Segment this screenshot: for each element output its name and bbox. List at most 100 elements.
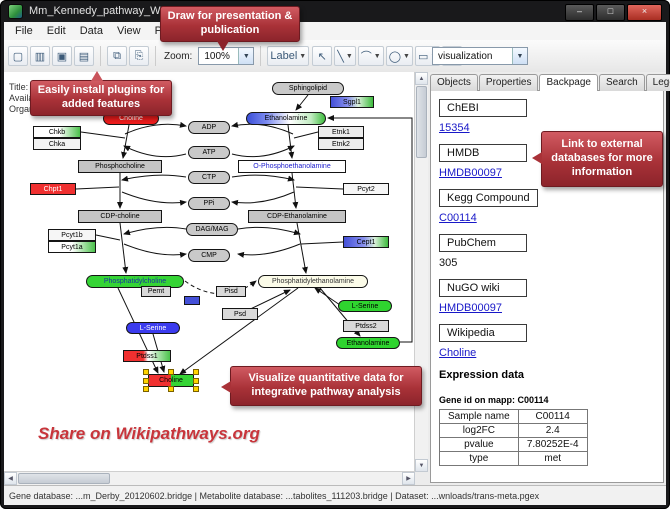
pathway-edge[interactable] [124, 121, 187, 135]
pathway-node[interactable]: Phosphatidylcholine [86, 275, 184, 288]
tab-objects[interactable]: Objects [430, 74, 478, 91]
tab-properties[interactable]: Properties [478, 74, 539, 91]
pathway-node[interactable]: Etnk1 [318, 126, 364, 138]
backpage-link[interactable]: HMDB00097 [439, 167, 502, 179]
pathway-edge[interactable] [80, 131, 126, 139]
paste-icon[interactable]: ⎘ [129, 46, 149, 66]
menu-item-data[interactable]: Data [79, 25, 103, 37]
open-file-icon[interactable]: ▥ [30, 46, 50, 66]
selection-handle[interactable] [168, 369, 174, 375]
selection-handle[interactable] [193, 386, 199, 392]
title-bar[interactable]: Mm_Kennedy_pathway_WP1771_45176.gp... –□… [0, 0, 670, 22]
pathway-edge[interactable] [291, 172, 299, 209]
scroll-down-icon[interactable]: ▼ [415, 459, 428, 472]
pathway-edge[interactable] [119, 222, 129, 274]
selection-handle[interactable] [143, 369, 149, 375]
selection-handle[interactable] [143, 386, 149, 392]
pathway-node[interactable]: CMP [188, 249, 230, 262]
pathway-edge[interactable] [123, 226, 187, 236]
visualization-combobox[interactable]: visualization ▼ [432, 47, 528, 65]
scroll-up-icon[interactable]: ▲ [415, 72, 428, 85]
pathway-node[interactable]: Ethanolamine [246, 112, 326, 125]
pathway-node[interactable]: Pcyt1b [48, 229, 96, 241]
pathway-node[interactable]: L-Serine [338, 300, 392, 312]
line-tool-icon[interactable]: ╲▼ [334, 46, 356, 66]
selection-tool-icon[interactable]: ↖ [312, 46, 333, 66]
menu-item-edit[interactable]: Edit [46, 25, 66, 37]
pathway-node[interactable]: DAG/MAG [186, 223, 238, 236]
pathway-node[interactable]: Phosphatidylethanolamine [258, 275, 368, 288]
export-icon[interactable]: ▤ [74, 46, 94, 66]
menu-item-view[interactable]: View [116, 25, 141, 37]
pathway-edge[interactable] [293, 131, 319, 139]
pathway-edge[interactable] [295, 186, 344, 190]
pathway-edge[interactable] [237, 226, 301, 236]
pathway-node[interactable]: Pisd [216, 286, 246, 297]
pathway-node[interactable]: ATP [188, 146, 230, 159]
pathway-edge[interactable] [123, 145, 187, 158]
maximize-button[interactable]: □ [596, 4, 625, 21]
pathway-edge[interactable] [121, 174, 187, 182]
pathway-edge[interactable] [75, 186, 120, 190]
pathway-edge[interactable] [287, 124, 295, 159]
pathway-node[interactable]: Chkb [33, 126, 81, 138]
save-file-icon[interactable]: ▣ [52, 46, 72, 66]
pathway-edge[interactable] [95, 234, 121, 241]
minimize-button[interactable]: – [565, 4, 594, 21]
scroll-left-icon[interactable]: ◀ [4, 472, 17, 485]
pathway-node[interactable]: Ptdss1 [123, 350, 171, 362]
pathway-node[interactable]: CDP-choline [78, 210, 162, 223]
pathway-node[interactable]: Cept1 [343, 236, 389, 248]
pathway-node[interactable]: ADP [188, 121, 230, 134]
pathway-node[interactable]: Pemt [141, 286, 171, 297]
zoom-combobox[interactable]: 100% ▼ [198, 47, 255, 65]
pathway-node[interactable]: Pcyt2 [343, 183, 389, 195]
canvas-horizontal-scrollbar[interactable]: ◀ ▶ [4, 471, 415, 485]
close-button[interactable]: × [627, 4, 662, 21]
pathway-node[interactable]: Etnk2 [318, 138, 364, 150]
pathway-node[interactable]: L-Serine [126, 322, 180, 334]
copy-icon[interactable]: ⧉ [107, 46, 127, 66]
pathway-edge[interactable] [300, 241, 344, 245]
pathway-node[interactable]: Sgpl1 [330, 96, 374, 108]
pathway-edge[interactable] [179, 287, 299, 375]
backpage-link[interactable]: HMDB00097 [439, 302, 502, 314]
pathway-edge[interactable] [121, 191, 187, 206]
pathway-node[interactable]: Sphingolipid [272, 82, 344, 95]
new-file-icon[interactable]: ▢ [8, 46, 28, 66]
pathway-node[interactable]: Chka [33, 138, 81, 150]
backpage-link[interactable]: C00114 [439, 212, 477, 224]
pathway-edge[interactable] [237, 243, 301, 258]
selection-handle[interactable] [143, 377, 149, 384]
pathway-node[interactable]: PPi [188, 197, 230, 210]
canvas-vertical-scrollbar[interactable]: ▲ ▼ [414, 72, 428, 472]
pathway-node[interactable]: Ptdss2 [343, 320, 389, 332]
pathway-edge[interactable] [231, 191, 295, 206]
chevron-down-icon[interactable]: ▼ [238, 48, 254, 64]
pathway-edge[interactable] [121, 124, 130, 159]
pathway-edge[interactable] [231, 121, 294, 135]
pathway-node[interactable]: Ethanolamine [336, 337, 400, 349]
pathway-node[interactable] [184, 296, 200, 305]
tab-legend[interactable]: Legend [645, 74, 670, 91]
backpage-link[interactable]: Choline [439, 347, 477, 359]
scroll-right-icon[interactable]: ▶ [402, 472, 415, 485]
pathway-edge[interactable] [231, 174, 295, 182]
pathway-node[interactable]: Chpt1 [30, 183, 76, 195]
pathway-node[interactable]: CDP-Ethanolamine [248, 210, 346, 223]
arc-tool-icon[interactable]: ⌒▼ [357, 46, 384, 66]
tab-search[interactable]: Search [598, 74, 645, 91]
pathway-node[interactable]: Psd [222, 308, 258, 320]
menu-item-file[interactable]: File [15, 25, 33, 37]
pathway-edge[interactable] [327, 115, 413, 343]
scrollbar-thumb[interactable] [18, 473, 110, 484]
pathway-node[interactable]: Phosphocholine [78, 160, 162, 173]
label-tool-button[interactable]: Label ▼ [267, 46, 310, 66]
tab-backpage[interactable]: Backpage [539, 74, 598, 91]
pathway-edge[interactable] [295, 94, 309, 111]
backpage-link[interactable]: 15354 [439, 122, 470, 134]
pathway-edge[interactable] [296, 222, 308, 274]
chevron-down-icon[interactable]: ▼ [512, 48, 527, 64]
pathway-node[interactable]: CTP [188, 171, 230, 184]
